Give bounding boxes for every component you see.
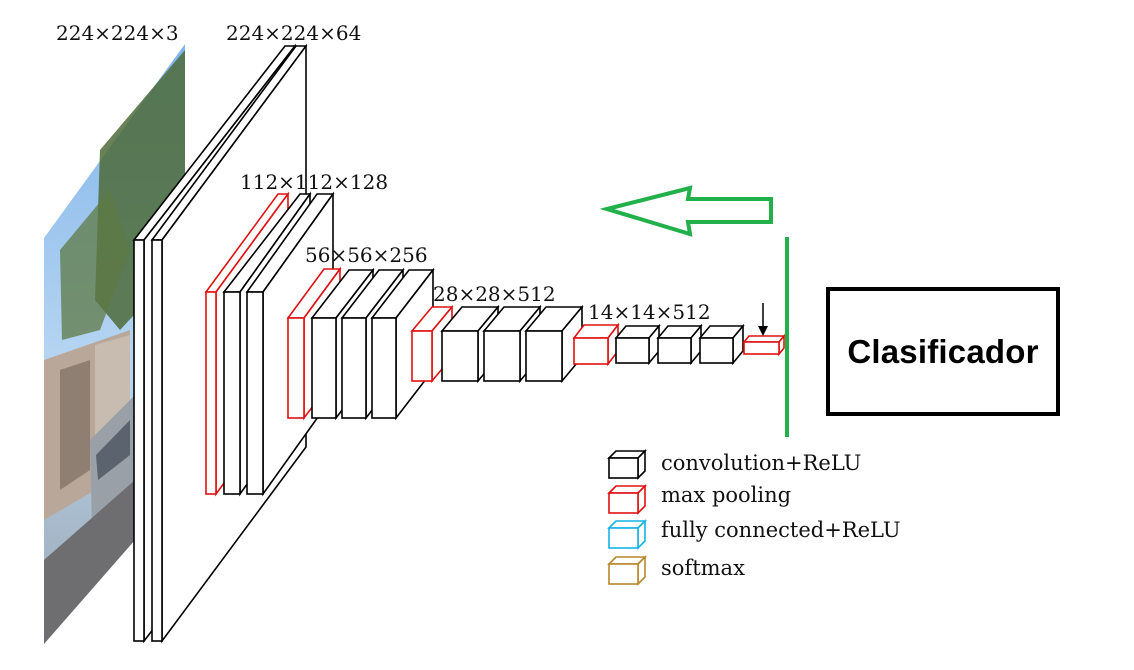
conv-block-3 (310, 267, 435, 421)
legend-label-fc: fully connected+ReLU (661, 518, 901, 542)
conv-block-5 (614, 323, 745, 366)
legend-swatch-fc-icon (607, 519, 647, 550)
legend-swatch-pool-icon (607, 484, 647, 515)
pool-layer-5 (742, 333, 786, 357)
pool-layer-4 (572, 322, 620, 367)
label-block4-dims: 28×28×512 (433, 282, 556, 306)
legend-label-pool: max pooling (661, 483, 791, 507)
label-block5-dims: 14×14×512 (588, 300, 711, 324)
left-arrow-icon (599, 185, 773, 237)
conv-block-2 (222, 191, 335, 497)
input-image (44, 44, 185, 644)
legend-label-conv: convolution+ReLU (661, 451, 861, 475)
conv-block-4 (440, 304, 584, 384)
label-block3-dims: 56×56×256 (305, 243, 428, 267)
label-input-dims: 224×224×3 (56, 21, 179, 45)
classifier-box: Clasificador (826, 287, 1060, 416)
legend-item-softmax: softmax (607, 555, 745, 586)
legend: convolution+ReLU max pooling fully conne… (607, 449, 901, 586)
legend-swatch-softmax-icon (607, 555, 647, 586)
legend-swatch-conv-icon (607, 449, 647, 480)
down-arrow-icon (758, 303, 768, 336)
legend-item-conv: convolution+ReLU (607, 449, 861, 480)
classifier-label: Clasificador (847, 332, 1039, 370)
legend-label-softmax: softmax (661, 556, 745, 580)
label-block2-dims: 112×112×128 (240, 170, 388, 194)
label-block1-dims: 224×224×64 (226, 21, 361, 45)
legend-item-pool: max pooling (607, 483, 791, 515)
legend-item-fc: fully connected+ReLU (607, 518, 901, 550)
